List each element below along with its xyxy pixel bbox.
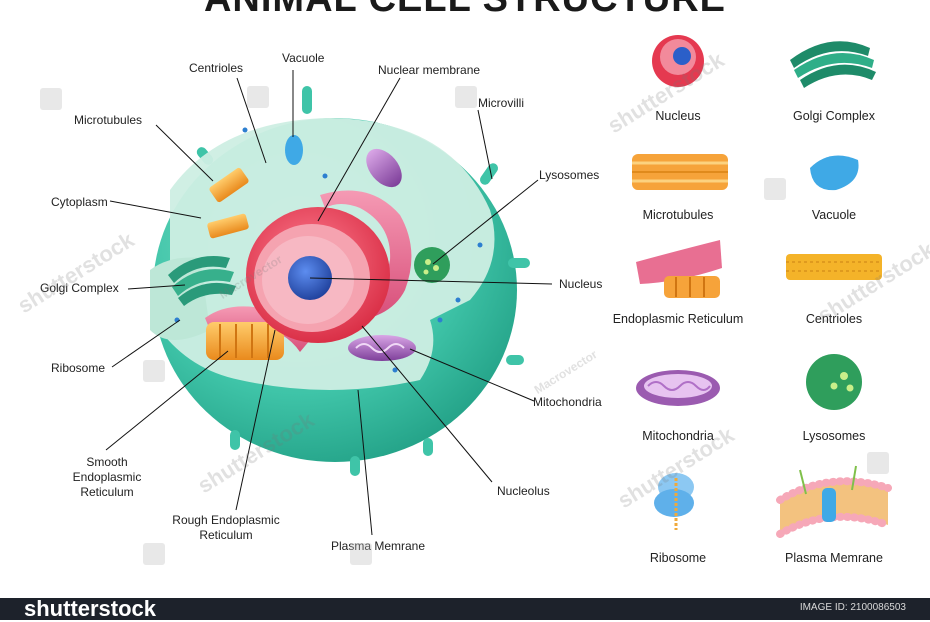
label-vacuole: Vacuole [282, 51, 325, 65]
label-microtubules: Microtubules [74, 113, 143, 127]
gallery-label-mitochondria: Mitochondria [642, 429, 714, 443]
watermark-logo [40, 88, 62, 110]
gallery-label-vacuole: Vacuole [811, 208, 857, 222]
watermark-logo [455, 86, 477, 108]
gallery-label-ribosome: Ribosome [649, 551, 707, 565]
label-mitochondria: Mitochondria [533, 395, 602, 409]
microtubule-shape [207, 167, 249, 239]
label-nucleolus: Nucleolus [497, 484, 550, 498]
gallery-label-er: Endoplasmic Reticulum [612, 312, 744, 326]
label-smooth-er: Smooth Endoplasmic Reticulum [72, 455, 142, 499]
label-golgi-complex: Golgi Complex [40, 281, 119, 295]
lysosome-shape [414, 247, 450, 283]
leader-lines [105, 70, 553, 536]
label-ribosome: Ribosome [51, 361, 106, 375]
gallery-label-plasma-membrane: Plasma Memrane [785, 551, 883, 565]
nucleus-shape [246, 207, 390, 343]
footer-brand: shutterstock [24, 596, 157, 621]
gallery-label-centrioles: Centrioles [805, 312, 863, 326]
watermark-logo [143, 360, 165, 382]
watermark-logo [764, 178, 786, 200]
gallery-label-microtubules: Microtubules [642, 208, 714, 222]
label-nuclear-membrane: Nuclear membrane [378, 63, 481, 77]
label-microvilli: Microvilli [478, 96, 524, 110]
label-lysosomes: Lysosomes [539, 168, 600, 182]
gallery-label-lysosomes: Lysosomes [802, 429, 866, 443]
watermark-logo [867, 452, 889, 474]
gallery-label-golgi: Golgi Complex [793, 109, 875, 123]
golgi-shape [168, 256, 236, 306]
label-cytoplasm: Cytoplasm [51, 195, 108, 209]
page-title: ANIMAL CELL STRUCTURE [0, 0, 930, 21]
watermark-logo [143, 543, 165, 565]
label-centrioles: Centrioles [189, 61, 244, 75]
watermark-logo [350, 543, 372, 565]
label-plasma-membrane: Plasma Memrane [331, 539, 426, 553]
label-nucleus: Nucleus [559, 277, 603, 291]
label-rough-er: Rough Endoplasmic Reticulum [172, 513, 280, 542]
gallery-label-nucleus: Nucleus [655, 109, 701, 123]
vacuole-shape [285, 135, 303, 165]
footer-bar: shutterstock IMAGE ID: 2100086503 [0, 596, 930, 621]
watermark-logo [247, 86, 269, 108]
mitochondria-shape [348, 148, 416, 361]
footer-image-id: IMAGE ID: 2100086503 [799, 602, 906, 613]
